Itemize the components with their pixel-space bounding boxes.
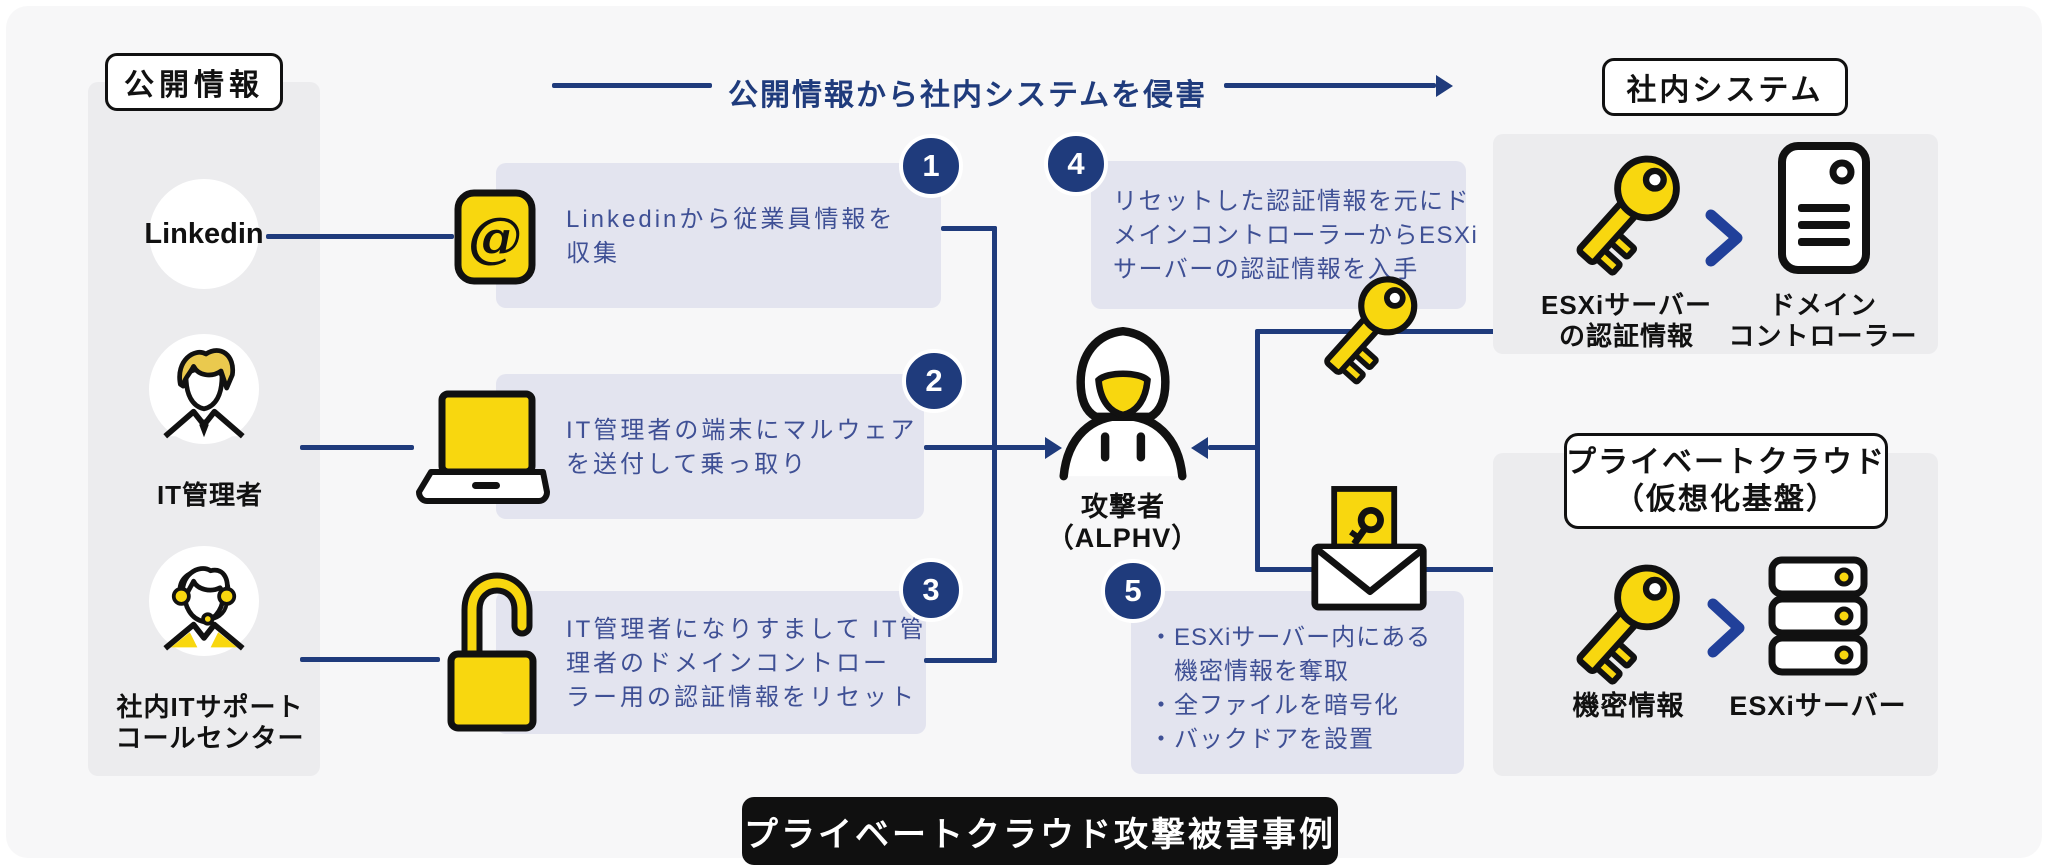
attacker-alias: （ALPHV） xyxy=(1046,523,1200,553)
callcenter-label-line2: コールセンター xyxy=(115,723,305,753)
flow-arrowhead-icon xyxy=(1436,74,1453,97)
step5-badge: 5 xyxy=(1101,559,1165,623)
step5-number: 5 xyxy=(1124,573,1142,608)
step5-line1: ・ESXiサーバー内にある xyxy=(1149,624,1432,651)
attacker-arrowhead-left-icon xyxy=(1045,436,1062,459)
attacker-arrowhead-right-icon xyxy=(1191,436,1208,459)
secret-info-caption: 機密情報 xyxy=(1572,691,1685,721)
private-cloud-label-line1: プライベートクラウド xyxy=(1566,446,1886,479)
step4-number: 4 xyxy=(1067,146,1085,181)
laptop-icon xyxy=(412,389,550,518)
step1-line1: Linkedinから従業員情報を xyxy=(566,206,896,233)
public-info-label: 公開情報 xyxy=(105,53,283,111)
step2-line2: を送付して乗っ取り xyxy=(566,451,809,478)
domain-controller-line2: コントローラー xyxy=(1728,321,1918,351)
flow-line-left xyxy=(552,83,712,88)
loot-bracket-v xyxy=(1255,329,1260,572)
svg-text:@: @ xyxy=(468,205,522,269)
step1-badge: 1 xyxy=(899,134,963,198)
esxi-server-caption: ESXiサーバー xyxy=(1729,691,1907,721)
step4-line2: メインコントローラーからESXi xyxy=(1113,222,1479,249)
callcenter-connector-line xyxy=(300,657,440,662)
diagram-canvas: 公開情報 Linkedin IT管理者 社内ITサポート コールセンター xyxy=(6,6,2042,865)
linkedin-connector-line xyxy=(266,234,454,239)
attacker-name: 攻撃者 xyxy=(1081,492,1165,522)
steps-collector-v xyxy=(992,226,997,663)
it-admin-label: IT管理者 xyxy=(156,480,264,510)
it-admin-person-icon xyxy=(163,348,245,439)
step2-number: 2 xyxy=(925,363,943,398)
title-banner: プライベートクラウド攻撃被害事例 xyxy=(742,797,1338,865)
step5-line2: 機密情報を奪取 xyxy=(1149,658,1349,685)
title-banner-text: プライベートクラウド攻撃被害事例 xyxy=(744,815,1336,854)
step4-badge: 4 xyxy=(1044,132,1108,196)
callcenter-label-line1: 社内ITサポート xyxy=(116,692,304,722)
step1-box: Linkedinから従業員情報を 収集 xyxy=(496,163,941,308)
step4-line3: サーバーの認証情報を入手 xyxy=(1113,256,1419,283)
hooded-attacker-icon xyxy=(1043,322,1203,495)
esxi-server-icon xyxy=(1768,556,1868,683)
linkedin-avatar: Linkedin xyxy=(144,179,264,289)
email-at-icon: @ xyxy=(453,188,537,291)
headset-person-icon xyxy=(163,566,245,651)
step1-elbow-h xyxy=(941,226,997,231)
callcenter-avatar xyxy=(149,546,259,656)
step2-box: IT管理者の端末にマルウェア を送付して乗っ取り xyxy=(496,374,924,519)
private-cloud-label-line2: （仮想化基盤） xyxy=(1614,483,1838,516)
attacker-in-line-right xyxy=(1208,445,1260,450)
step4-box: リセットした認証情報を元にド メインコントローラーからESXi サーバーの認証情… xyxy=(1091,161,1479,309)
itadmin-connector-line xyxy=(300,445,414,450)
step3-box: IT管理者になりすまして IT管 理者のドメインコントロー ラー用の認証情報をリ… xyxy=(496,591,926,734)
public-info-label-text: 公開情報 xyxy=(124,69,264,102)
key-icon xyxy=(1554,142,1694,289)
esxi-credentials-caption: ESXiサーバー の認証情報 xyxy=(1534,290,1719,352)
internal-system-label: 社内システム xyxy=(1602,58,1848,116)
esxi-credentials-line1: ESXiサーバー xyxy=(1541,290,1712,320)
linkedin-avatar-label: Linkedin xyxy=(144,217,264,250)
step4-line1: リセットした認証情報を元にド xyxy=(1113,188,1470,215)
step2-badge: 2 xyxy=(902,349,966,413)
chevron-right-icon xyxy=(1706,596,1746,665)
internal-system-label-text: 社内システム xyxy=(1626,74,1824,107)
step3-elbow-h xyxy=(924,658,997,663)
it-admin-avatar xyxy=(149,334,259,444)
step5-line4: ・バックドアを設置 xyxy=(1149,726,1374,753)
step1-line2: 収集 xyxy=(566,240,620,267)
attacker-in-line-left xyxy=(924,445,1046,450)
step3-number: 3 xyxy=(922,572,940,607)
step5-line3: ・全ファイルを暗号化 xyxy=(1149,692,1399,719)
flow-title: 公開情報から社内システムを侵害 xyxy=(728,79,1208,112)
chevron-right-icon xyxy=(1704,208,1744,273)
esxi-credentials-line2: の認証情報 xyxy=(1558,321,1694,351)
domain-controller-caption: ドメイン コントローラー xyxy=(1718,290,1928,352)
open-padlock-icon xyxy=(438,558,544,755)
domain-controller-line1: ドメイン xyxy=(1768,290,1877,320)
step2-line1: IT管理者の端末にマルウェア xyxy=(566,417,918,444)
step5-box: ・ESXiサーバー内にある 機密情報を奪取 ・全ファイルを暗号化 ・バックドアを… xyxy=(1131,591,1464,774)
key-icon xyxy=(1299,264,1435,397)
step3-line2: 理者のドメインコントロー xyxy=(566,650,890,677)
envelope-with-key-icon xyxy=(1309,483,1431,618)
step3-line1: IT管理者になりすまして IT管 xyxy=(566,616,927,643)
key-icon xyxy=(1554,551,1694,698)
callcenter-label: 社内ITサポート コールセンター xyxy=(100,692,320,754)
attacker-label: 攻撃者 （ALPHV） xyxy=(1033,492,1213,554)
flow-line-right xyxy=(1224,83,1436,88)
step1-number: 1 xyxy=(922,148,940,183)
step3-badge: 3 xyxy=(899,558,963,622)
step3-line3: ラー用の認証情報をリセット xyxy=(566,684,917,711)
domain-controller-icon xyxy=(1778,142,1870,279)
private-cloud-label: プライベートクラウド （仮想化基盤） xyxy=(1564,433,1888,529)
